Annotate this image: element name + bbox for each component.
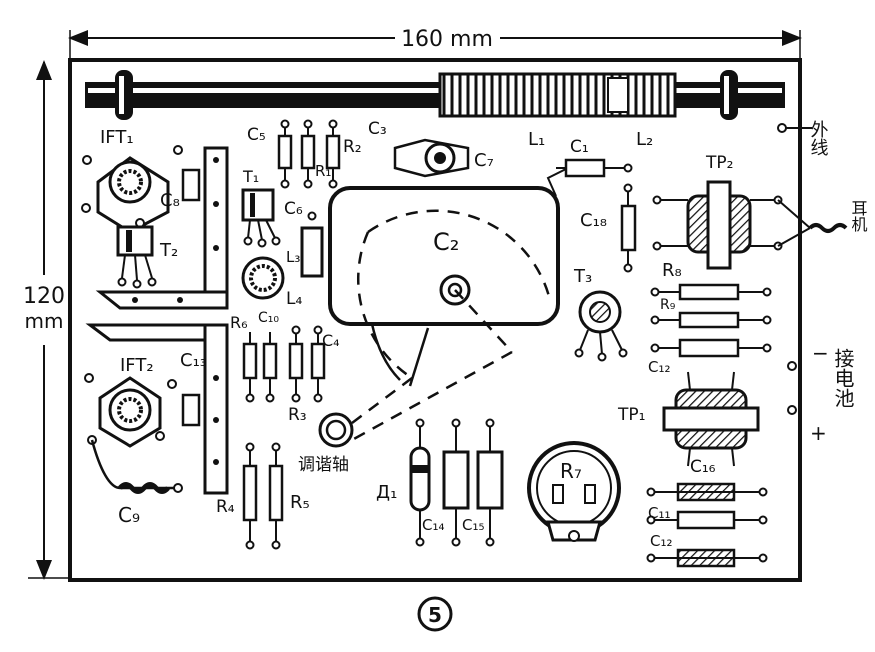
capacitor-c11: C₁₁ [646, 482, 768, 522]
label-R4: R₄ [216, 497, 235, 517]
label-C3: C₃ [368, 119, 387, 139]
volume-potentiometer-r7: R₇ [527, 441, 621, 542]
capacitor-c18: C₁₈ [580, 183, 637, 273]
resistor-r6: R₆ [230, 313, 258, 403]
label-C6: C₆ [284, 199, 303, 219]
coil-l3: C₆ L₃ [284, 199, 324, 278]
label-C12b: C₁₂ [650, 532, 673, 550]
label-T1: T₁ [242, 167, 259, 186]
label-R6: R₆ [230, 313, 248, 332]
label-C16: C₁₆ [690, 457, 716, 477]
tuning-shaft: 调谐轴 [298, 412, 354, 475]
ift2-transformer: IFT₂ [84, 355, 177, 448]
battery-terminals: − + 接电池 [787, 341, 855, 445]
label-TP1: TP₁ [617, 405, 645, 425]
label-C12a: C₁₂ [648, 358, 671, 376]
oscillator-coil-l4: L₄ C₁₀ [241, 256, 302, 326]
rod-clip-right [720, 70, 738, 120]
capacitor-c4: C₄ [310, 325, 340, 403]
ift1-transformer: IFT₁ [81, 127, 183, 234]
transformer-tp1: TP₁ C₁₆ [617, 371, 760, 477]
label-L4: L₄ [286, 289, 302, 309]
figure-number-label: 5 [428, 603, 442, 627]
width-label: 160 mm [401, 27, 493, 52]
transistor-t3: T₃ [573, 266, 628, 362]
transformer-tp2: TP₂ [652, 153, 783, 270]
trimmer-capacitor-c7: C₃ C₇ [368, 119, 494, 178]
resistor-r3: R₃ [288, 325, 307, 425]
tuning-capacitor-c2: C₂ [328, 167, 610, 442]
label-C2: C₂ [433, 228, 459, 256]
label-IFT2: IFT₂ [120, 355, 154, 376]
earphone-label: 耳机 [849, 200, 868, 233]
label-C4: C₄ [322, 331, 340, 350]
capacitor-c17: C₁₂ [648, 338, 772, 376]
label-C7: C₇ [474, 150, 494, 171]
height-value-label: 120 [23, 284, 65, 309]
resistor-r9: R₉ [650, 297, 772, 329]
label-C15: C₁₅ [462, 516, 485, 534]
label-C18: C₁₈ [580, 210, 607, 231]
external-antenna-label: 外线 [808, 120, 829, 156]
resistor-r4: R₄ [216, 442, 258, 550]
figure-number: 5 [417, 596, 453, 632]
label-R2: R₂ [343, 137, 362, 157]
label-C1: C₁ [570, 137, 589, 157]
label-R5: R₅ [290, 492, 310, 513]
external-antenna-terminal: 外线 [777, 120, 829, 156]
label-TP2: TP₂ [705, 153, 733, 173]
capacitor-c9: C₉ [90, 439, 183, 527]
board-outline [68, 58, 802, 582]
battery-minus-label: − [812, 341, 829, 365]
resistor-r8: R₈ [650, 260, 772, 301]
capacitor-c15: C₁₅ [462, 418, 504, 547]
capacitor-c8: C₈ [160, 168, 201, 211]
label-C5: C₅ [247, 125, 266, 145]
resistor-r5: R₅ [268, 442, 310, 550]
capacitor-c5: C₅ [247, 119, 293, 189]
bus-bar-upper [95, 146, 229, 310]
resistor-r2: R₂ [325, 119, 362, 189]
label-R9: R₉ [660, 297, 676, 313]
label-T2: T₂ [159, 240, 178, 261]
capacitor-c13: C₁₃ [180, 350, 207, 427]
capacitor-c1: C₁ [556, 137, 633, 178]
width-dimension: 160 mm [68, 27, 802, 60]
label-tuning-shaft: 调谐轴 [298, 455, 349, 475]
label-L3: L₃ [286, 248, 300, 266]
height-unit-label: mm [25, 309, 64, 333]
label-C9: C₉ [118, 503, 140, 527]
bus-bar-lower [85, 323, 229, 495]
rod-clip-left [115, 70, 133, 120]
battery-plus-label: + [810, 421, 827, 445]
earphone-leads [777, 199, 848, 247]
label-R7: R₇ [560, 459, 582, 483]
battery-label: 接电池 [831, 348, 855, 408]
transistor-t1: T₁ [241, 167, 281, 248]
capacitor-c14: C₁₄ [422, 418, 470, 547]
transistor-t2: T₂ [116, 225, 178, 289]
ferrite-rod-antenna: L₁ L₂ [85, 70, 785, 150]
label-R3: R₃ [288, 405, 307, 425]
label-T3: T₃ [573, 266, 592, 287]
label-C14: C₁₄ [422, 516, 445, 534]
height-dimension: 120 mm [23, 60, 68, 580]
label-C13: C₁₃ [180, 350, 207, 371]
resistor-r6b [262, 332, 278, 403]
label-D1: Д₁ [376, 482, 397, 503]
label-L2: L₂ [636, 129, 653, 150]
label-L1: L₁ [528, 129, 545, 150]
label-R8: R₈ [662, 260, 682, 281]
capacitor-c11b [646, 510, 768, 530]
label-C8: C₈ [160, 190, 180, 211]
label-IFT1: IFT₁ [100, 127, 134, 148]
capacitor-c12: C₁₂ [646, 532, 768, 568]
label-C10: C₁₀ [258, 310, 279, 326]
diode-d1: Д₁ [376, 418, 431, 547]
